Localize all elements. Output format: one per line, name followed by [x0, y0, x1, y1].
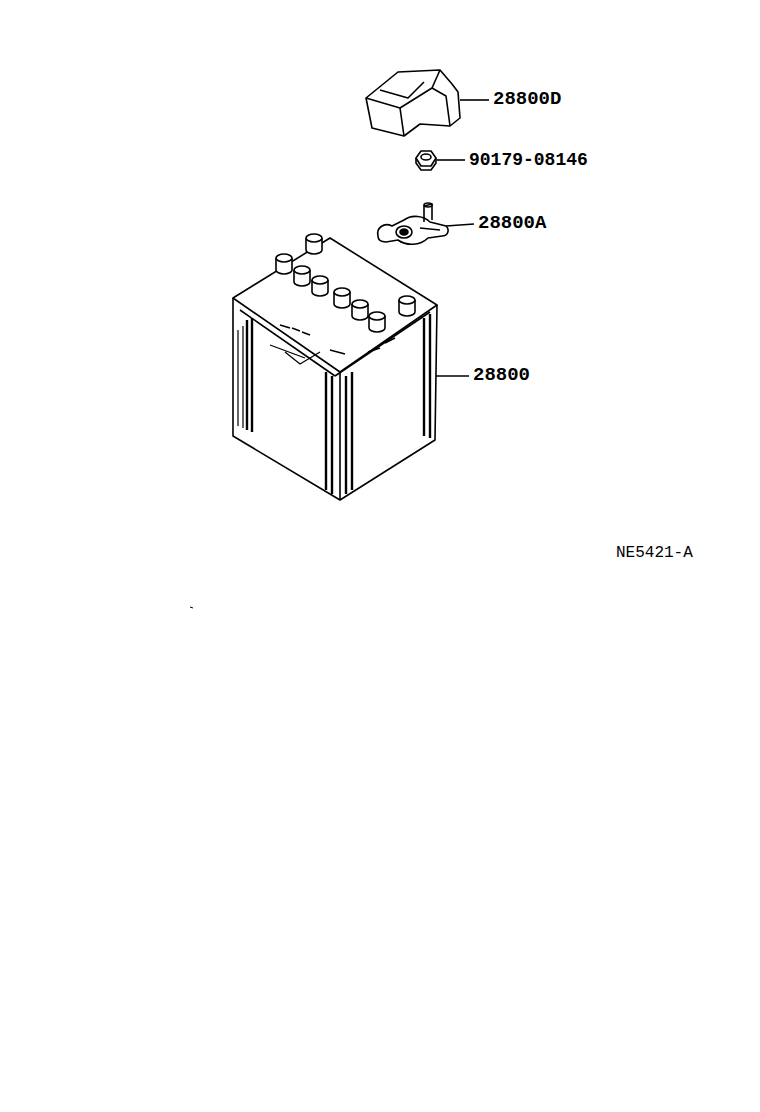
part-number: 28800A — [478, 214, 546, 233]
figure-code: NE5421-A — [616, 545, 693, 561]
part-number: 90179-08146 — [469, 151, 588, 169]
leader-line — [436, 375, 469, 377]
terminal-clamp — [378, 203, 448, 244]
leader-line — [460, 99, 489, 101]
part-number: 28800D — [493, 90, 561, 109]
part-number: 28800 — [473, 366, 530, 385]
terminal-cover — [366, 70, 460, 136]
leader-lines — [436, 100, 489, 376]
leader-line — [446, 224, 474, 226]
stray-mark — [190, 607, 193, 608]
battery-body — [233, 234, 437, 500]
nut — [416, 151, 436, 170]
leader-line — [437, 159, 465, 161]
